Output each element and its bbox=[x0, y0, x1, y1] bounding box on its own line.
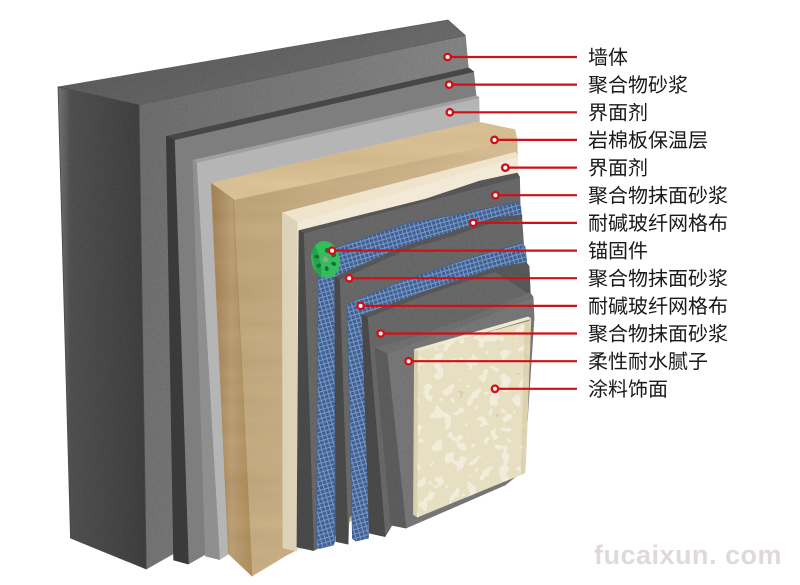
svg-text:fucaixun. com: fucaixun. com bbox=[594, 540, 782, 570]
